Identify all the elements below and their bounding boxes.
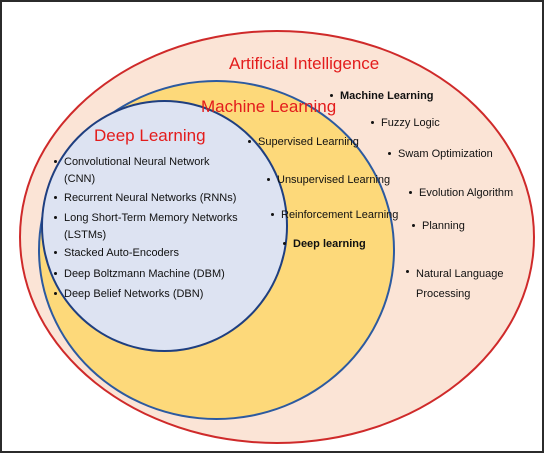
dl-ellipse <box>41 100 288 352</box>
ml-item-unsupervised: Unsupervised Learning <box>267 173 390 187</box>
bullet-icon <box>54 216 57 219</box>
dl-item-dbn: Deep Belief Networks (DBN) <box>54 287 203 301</box>
ai-item-evolution-algorithm: Evolution Algorithm <box>409 186 513 200</box>
ai-item-fuzzy-logic: Fuzzy Logic <box>371 116 440 130</box>
bullet-icon <box>283 241 286 245</box>
bullet-icon <box>371 120 374 124</box>
bullet-icon <box>271 212 274 216</box>
bullet-icon <box>54 160 57 163</box>
ai-item-nlp: Natural Language Processing <box>406 264 526 304</box>
bullet-icon <box>412 223 415 227</box>
bullet-icon <box>330 93 333 97</box>
ml-item-deep-learning: Deep learning <box>283 237 366 251</box>
bullet-icon <box>248 139 251 143</box>
bullet-icon <box>54 250 57 254</box>
dl-item-dbm: Deep Boltzmann Machine (DBM) <box>54 267 225 281</box>
ml-item-supervised: Supervised Learning <box>248 135 359 149</box>
ai-item-planning: Planning <box>412 219 465 233</box>
dl-item-lstm: Long Short-Term Memory Networks (LSTMs) <box>54 210 254 244</box>
ml-item-reinforcement: Reinforcement Learning <box>271 208 398 222</box>
ai-item-machine-learning: Machine Learning <box>330 89 434 103</box>
dl-item-rnn: Recurrent Neural Networks (RNNs) <box>54 191 236 205</box>
bullet-icon <box>388 151 391 155</box>
bullet-icon <box>406 270 409 273</box>
bullet-icon <box>54 195 57 199</box>
bullet-icon <box>409 190 412 194</box>
dl-item-cnn: Convolutional Neural Network (CNN) <box>54 154 234 188</box>
ai-item-swam-optimization: Swam Optimization <box>388 147 493 161</box>
dl-title: Deep Learning <box>94 126 206 145</box>
ai-title: Artificial Intelligence <box>229 54 380 73</box>
bullet-icon <box>54 291 57 295</box>
bullet-icon <box>267 177 270 181</box>
bullet-icon <box>54 271 57 275</box>
ml-title: Machine Learning <box>201 97 337 116</box>
dl-item-sae: Stacked Auto-Encoders <box>54 246 179 260</box>
